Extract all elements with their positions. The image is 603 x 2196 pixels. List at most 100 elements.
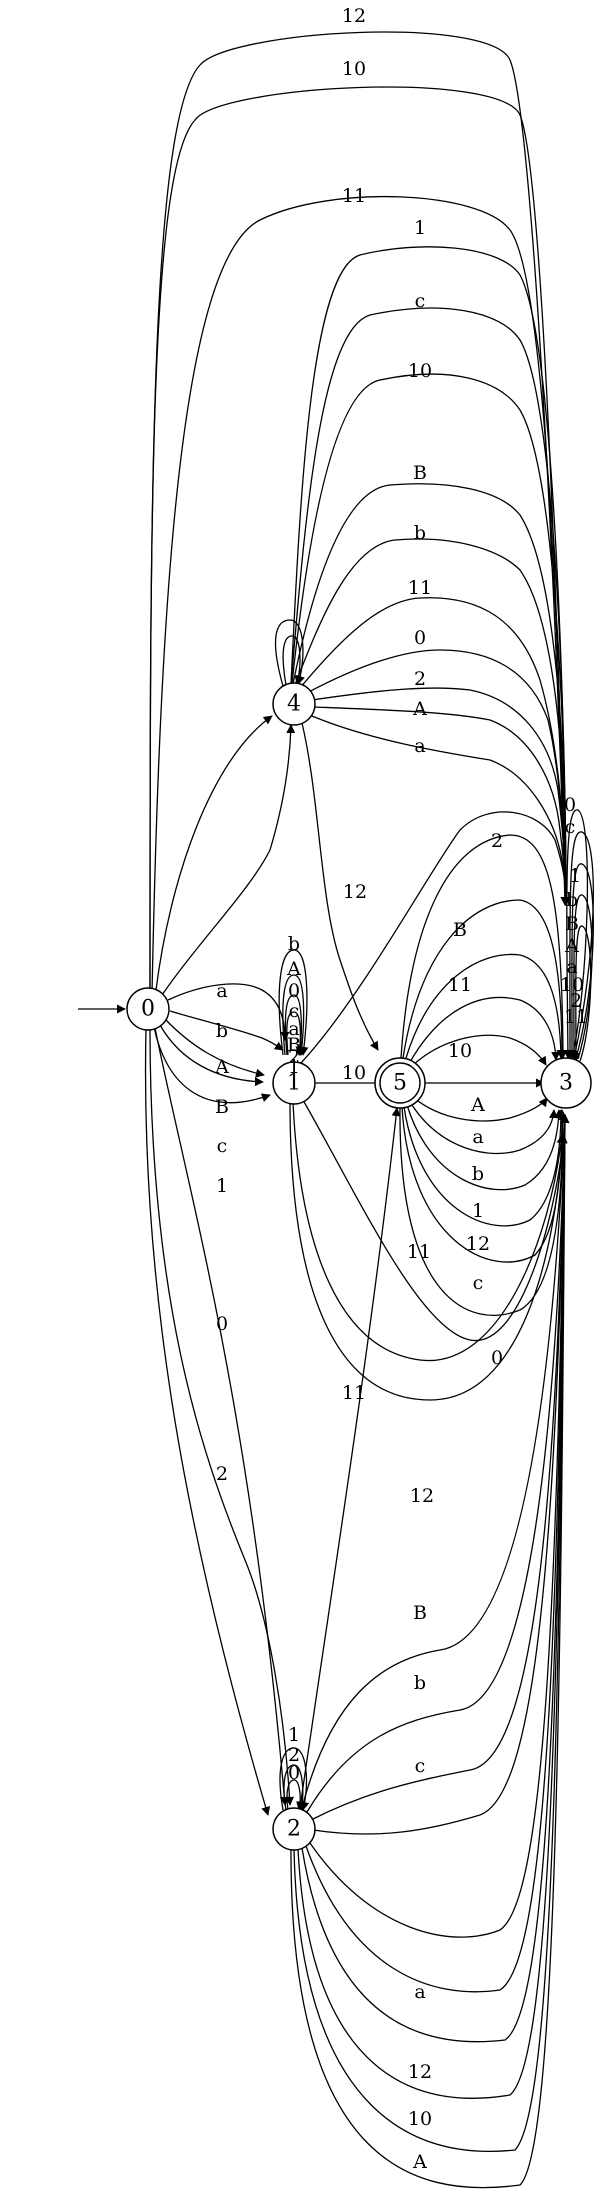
edge-5-3 <box>401 1106 567 1263</box>
edge-label: B <box>287 1034 301 1056</box>
edge-label: c <box>289 1000 300 1022</box>
state-2-label: 2 <box>287 1817 301 1842</box>
edge-4-4 <box>282 635 304 686</box>
edge-label: 0 <box>491 1347 503 1369</box>
edge-label: 12 <box>342 5 366 27</box>
state-1[interactable]: 1 <box>272 1061 316 1105</box>
edge-2-3 <box>310 1114 570 1821</box>
edge-4-3 <box>311 715 571 906</box>
edge-0-3 <box>149 86 571 995</box>
edge-4-3 <box>290 246 571 906</box>
edge-label: a <box>288 1018 299 1040</box>
state-0[interactable]: 0 <box>126 987 170 1031</box>
edge-label: a <box>472 1126 483 1148</box>
edge-label: 1 <box>216 1175 228 1197</box>
edge-label: b <box>566 889 578 911</box>
edge-label: c <box>565 816 576 838</box>
edge-label: 1 <box>288 1056 300 1078</box>
edge-5-3 <box>403 1106 566 1227</box>
edge-5-3 <box>411 1034 547 1067</box>
edge-label: 11 <box>448 974 472 996</box>
edge-2-2 <box>283 1764 307 1811</box>
edge-0-1 <box>169 1010 284 1051</box>
edge-label: 2 <box>288 1046 300 1068</box>
state-4[interactable]: 4 <box>272 682 316 726</box>
edge-3-3 <box>571 925 592 1062</box>
edge-4-3 <box>299 597 571 906</box>
edge-5-3 <box>409 1101 558 1155</box>
edge-label: 1 <box>414 217 426 239</box>
state-1-label: 1 <box>287 1071 301 1096</box>
edge-1-1 <box>278 949 309 1056</box>
edge-4-3 <box>292 483 571 906</box>
edge-label: B <box>453 919 467 941</box>
edge-0-2 <box>149 1027 295 1806</box>
edge-2-2 <box>286 1779 305 1811</box>
edge-0-1 <box>153 1026 271 1104</box>
edge-0-1 <box>165 1019 265 1078</box>
edge-label: B <box>413 462 427 484</box>
state-4-label: 4 <box>287 692 301 717</box>
edge-label: 10 <box>448 1040 472 1062</box>
edge-5-3 <box>409 996 561 1063</box>
edge-2-3 <box>306 1114 570 1813</box>
edge-0-3 <box>151 195 571 995</box>
edge-label: a <box>566 956 577 978</box>
edge-label: 2 <box>570 990 582 1012</box>
edge-label: 0 <box>288 980 300 1002</box>
edge-label: 0 <box>414 627 426 649</box>
edge-label: 11 <box>564 1006 588 1028</box>
edge-label: 12 <box>466 1233 490 1255</box>
edge-label: 2 <box>414 668 426 690</box>
edge-2-3 <box>309 1114 570 1938</box>
edge-0-1 <box>159 1024 264 1087</box>
edge-2-3 <box>312 1114 570 1835</box>
edge-2-3 <box>301 1114 570 2043</box>
edge-3-3 <box>563 809 589 1059</box>
edge-1-3 <box>289 1101 567 1401</box>
edge-label: a <box>414 1981 425 2003</box>
state-0-label: 0 <box>141 997 155 1022</box>
edge-2-3 <box>297 1114 570 2099</box>
edge-label: a <box>414 735 425 757</box>
state-5[interactable]: 5 <box>374 1057 426 1109</box>
edge-1-3 <box>292 1101 566 1362</box>
edge-4-5 <box>301 722 379 1051</box>
edge-label: B <box>413 1602 427 1624</box>
edge-label: 11 <box>342 185 366 207</box>
state-3[interactable]: 3 <box>540 1057 592 1109</box>
edge-label: 0 <box>216 1313 228 1335</box>
edge-label: c <box>217 1135 228 1157</box>
edge-label: c <box>415 1755 426 1777</box>
edge-label: A <box>214 1056 229 1078</box>
edge-label: 11 <box>342 1382 366 1404</box>
state-3-label: 3 <box>559 1071 573 1096</box>
edge-label: 1 <box>569 865 581 887</box>
edge-0-2 <box>154 1027 289 1806</box>
edge-label: A <box>412 698 427 720</box>
edge-label: b <box>414 1672 426 1694</box>
edge-4-3 <box>313 706 571 906</box>
edge-label: 12 <box>410 1485 434 1507</box>
edge-label: 2 <box>288 1744 300 1766</box>
edge-label: 0 <box>564 794 576 816</box>
edge-0-4 <box>155 715 273 991</box>
edge-5-3 <box>412 1096 548 1122</box>
edge-1-1 <box>282 974 307 1056</box>
edge-label: 12 <box>408 2061 432 2083</box>
edge-4-4 <box>274 619 305 687</box>
edge-1-3 <box>302 1099 568 1341</box>
edge-4-3 <box>304 649 571 906</box>
edge-label: B <box>565 913 579 935</box>
edge-1-1 <box>286 1011 305 1056</box>
state-2[interactable]: 2 <box>272 1807 316 1851</box>
edge-1-1 <box>284 994 306 1056</box>
edge-4-3 <box>291 373 571 906</box>
edge-label: 10 <box>408 360 432 382</box>
edge-5-3 <box>405 953 566 1059</box>
edge-label: 10 <box>408 2108 432 2130</box>
edge-label: b <box>472 1163 484 1185</box>
edge-label: c <box>473 1272 484 1294</box>
edge-2-3 <box>290 1114 570 2189</box>
edge-5-3 <box>399 1106 568 1316</box>
